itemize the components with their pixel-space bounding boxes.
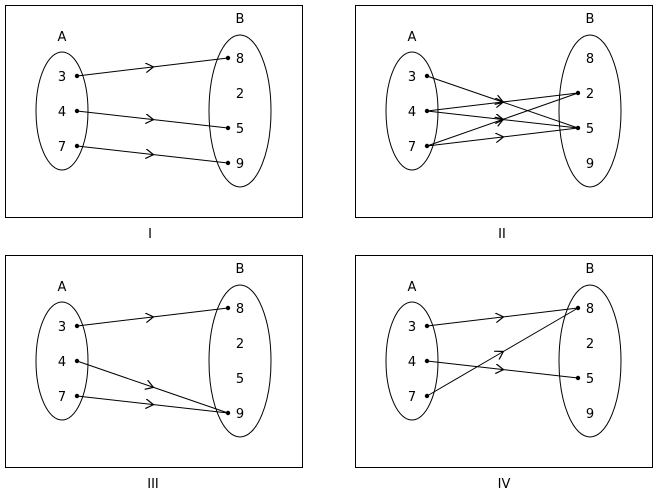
set-b-element: 2: [236, 337, 244, 352]
arrow-start-dot: [424, 358, 430, 364]
set-a-oval: [35, 51, 89, 171]
set-a-element: 4: [408, 355, 416, 370]
set-b-element: 2: [586, 87, 594, 102]
diagram-caption: I: [148, 227, 152, 242]
set-a-oval: [35, 301, 89, 421]
arrow-start-dot: [424, 108, 430, 114]
set-a-name: A: [408, 280, 417, 295]
set-a-element: 7: [58, 390, 66, 405]
set-b-element: 8: [586, 302, 594, 317]
arrow-end-dot: [225, 160, 231, 166]
set-a-name: A: [58, 30, 67, 45]
arrow-end-dot: [225, 305, 231, 311]
set-b-name: B: [586, 12, 595, 27]
arrow-end-dot: [575, 305, 581, 311]
set-b-oval: [208, 284, 272, 438]
set-a-element: 3: [58, 320, 66, 335]
mapping-arrow-7-to-9: [76, 145, 229, 164]
set-b-element: 5: [236, 122, 244, 137]
set-b-element: 2: [586, 337, 594, 352]
set-b-element: 8: [236, 302, 244, 317]
set-a-name: A: [58, 280, 67, 295]
diagram-caption: III: [147, 477, 159, 492]
set-b-oval: [558, 34, 622, 188]
arrow-start-dot: [74, 73, 80, 79]
set-a-name: A: [408, 30, 417, 45]
set-b-name: B: [586, 262, 595, 277]
arrow-start-dot: [424, 143, 430, 149]
set-a-element: 3: [408, 320, 416, 335]
arrow-start-dot: [74, 393, 80, 399]
set-a-element: 7: [408, 390, 416, 405]
arrow-start-dot: [424, 393, 430, 399]
mapping-arrow-7-to-8: [426, 307, 579, 397]
arrow-start-dot: [74, 358, 80, 364]
set-b-element: 9: [236, 407, 244, 422]
set-b-element: 8: [236, 52, 244, 67]
panel-frame: [355, 255, 653, 468]
mapping-arrow-3-to-8: [76, 57, 229, 77]
set-b-element: 5: [236, 372, 244, 387]
set-b-element: 9: [586, 407, 594, 422]
arrow-end-dot: [575, 125, 581, 131]
mapping-arrow-3-to-8: [426, 307, 579, 327]
set-b-element: 5: [586, 372, 594, 387]
diagram-caption: IV: [498, 477, 511, 492]
mapping-arrow-4-to-5: [426, 360, 579, 379]
set-b-element: 9: [236, 157, 244, 172]
set-b-element: 5: [586, 122, 594, 137]
set-a-oval: [385, 301, 439, 421]
set-b-element: 9: [586, 157, 594, 172]
arrow-end-dot: [225, 410, 231, 416]
set-b-name: B: [236, 262, 245, 277]
arrow-start-dot: [74, 143, 80, 149]
mapping-arrow-7-to-2: [426, 92, 579, 147]
diagram-panel-2: A B 3 4 7 8 2 5 9II: [355, 5, 653, 242]
arrow-end-dot: [225, 55, 231, 61]
arrow-start-dot: [74, 108, 80, 114]
mapping-arrow-7-to-9: [76, 395, 229, 414]
set-a-element: 4: [408, 105, 416, 120]
mapping-arrow-4-to-2: [426, 92, 579, 112]
set-a-element: 4: [58, 355, 66, 370]
panel-frame: [5, 255, 303, 468]
mapping-arrow-3-to-8: [76, 307, 229, 327]
arrow-end-dot: [575, 90, 581, 96]
set-b-element: 8: [586, 52, 594, 67]
set-b-oval: [558, 284, 622, 438]
diagram-panel-4: A B 3 4 7 8 2 5 9IV: [355, 255, 653, 492]
mapping-arrow-4-to-5: [76, 110, 229, 129]
arrow-start-dot: [424, 323, 430, 329]
set-a-element: 7: [408, 140, 416, 155]
set-a-oval: [385, 51, 439, 171]
arrow-start-dot: [424, 73, 430, 79]
set-b-oval: [208, 34, 272, 188]
set-a-element: 4: [58, 105, 66, 120]
diagram-caption: II: [498, 227, 506, 242]
panel-frame: [355, 5, 653, 218]
mapping-arrow-4-to-9: [76, 360, 229, 414]
set-a-element: 3: [408, 70, 416, 85]
mapping-arrow-7-to-5: [426, 127, 579, 147]
panel-frame: [5, 5, 303, 218]
arrow-start-dot: [74, 323, 80, 329]
arrow-end-dot: [225, 125, 231, 131]
diagram-panel-1: A B 3 4 7 8 2 5 9I: [5, 5, 303, 242]
set-a-element: 3: [58, 70, 66, 85]
arrow-end-dot: [575, 375, 581, 381]
set-b-name: B: [236, 12, 245, 27]
set-a-element: 7: [58, 140, 66, 155]
set-b-element: 2: [236, 87, 244, 102]
